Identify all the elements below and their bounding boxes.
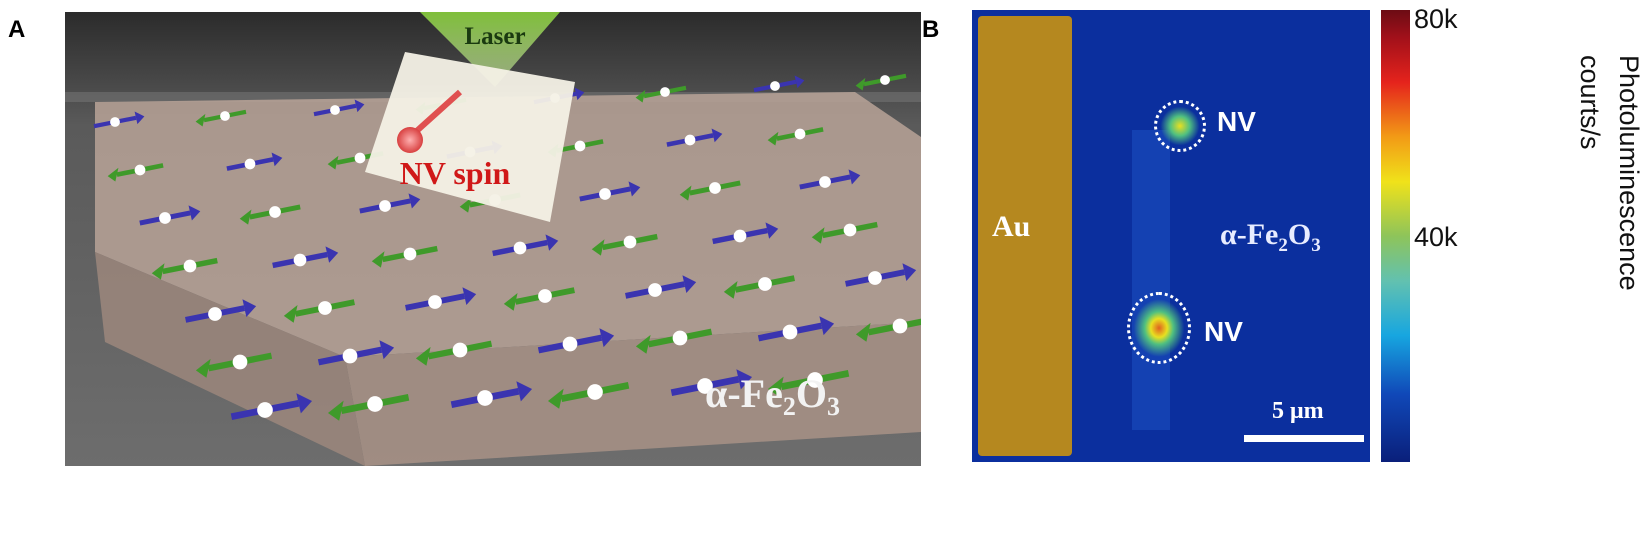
spin-arrow <box>450 381 533 409</box>
spin-arrow <box>313 99 365 117</box>
panel-a-label: A <box>8 16 26 43</box>
spin-arrow <box>151 257 218 280</box>
spin-arrow <box>670 369 753 397</box>
spin-arrow <box>635 85 687 103</box>
spin-arrow <box>230 393 313 421</box>
scale-bar-label: 5 μm <box>1272 398 1324 424</box>
colorbar <box>1381 10 1410 462</box>
spin-arrow <box>239 204 301 225</box>
spin-arrow <box>283 299 355 323</box>
spin-arrow <box>537 328 615 354</box>
spin-arrow <box>845 263 917 287</box>
spin-arrow <box>799 169 861 190</box>
spin-arrow <box>855 73 907 91</box>
spin-arrow <box>579 181 641 202</box>
nv-spin-arrow <box>407 89 463 140</box>
laser-label: Laser <box>464 23 525 50</box>
diamond-tip <box>365 52 575 222</box>
fe2o3-label-b: α-Fe2O3 <box>1220 218 1321 256</box>
spin-arrow <box>625 275 697 299</box>
colorbar-tick-40k: 40k <box>1414 222 1458 252</box>
spin-arrow <box>767 127 824 146</box>
spin-arrow <box>359 193 421 214</box>
au-stripe <box>978 16 1072 456</box>
spin-arrow <box>327 393 410 421</box>
spin-arrow <box>757 316 835 342</box>
spin-arrow <box>405 287 477 311</box>
spin-arrow <box>93 111 145 129</box>
spin-arrow <box>185 299 257 323</box>
fe2o3-label: α-Fe2O3 <box>705 371 840 421</box>
spin-arrow <box>591 233 658 256</box>
spin-arrow <box>195 352 273 378</box>
fe2o3-stripe <box>1132 130 1170 430</box>
colorbar-tick-80k: 80k <box>1414 4 1458 34</box>
spin-arrow <box>635 328 713 354</box>
spin-arrow <box>811 221 878 244</box>
antiferromagnet-schematic: Laser NV spin α-Fe2O3 <box>65 12 933 466</box>
spin-arrow <box>107 163 164 182</box>
spin-arrow <box>503 287 575 311</box>
spin-arrow <box>767 369 850 397</box>
scale-bar <box>1244 435 1364 442</box>
schematic-illustration: Laser NV spin α-Fe2O3 <box>65 12 933 466</box>
fe2o3-slab-top <box>95 92 921 357</box>
spin-arrow <box>415 340 493 366</box>
nv-spin-icon <box>397 127 423 153</box>
photoluminescence-map: Au NV NV α-Fe2O3 5 μm <box>972 10 1370 462</box>
spin-arrow <box>666 128 723 147</box>
spin-arrow <box>226 152 283 171</box>
spin-arrow <box>679 180 741 201</box>
spin-arrow <box>712 222 779 245</box>
nv-spin-label: NV spin <box>400 155 511 191</box>
spin-arrow <box>371 245 438 268</box>
au-label: Au <box>992 210 1031 243</box>
spin-arrow <box>547 381 630 409</box>
nv-label-2: NV <box>1204 316 1243 347</box>
panel-b-label: B <box>922 16 940 43</box>
spin-arrow <box>139 205 201 226</box>
spin-arrow <box>195 109 247 127</box>
laser-beam <box>420 12 560 87</box>
spin-arrow <box>723 275 795 299</box>
fe2o3-slab-side <box>95 252 365 466</box>
colorbar-unit: courts/s <box>1575 55 1605 150</box>
nv-label-1: NV <box>1217 106 1256 137</box>
colorbar-title: Photoluminescence <box>1614 55 1644 291</box>
nv-spot-2 <box>1127 292 1191 364</box>
spin-arrow <box>317 340 395 366</box>
nv-spot-1 <box>1154 100 1206 152</box>
spin-arrow <box>492 234 559 257</box>
spin-arrow <box>753 75 805 93</box>
spin-arrow <box>272 246 339 269</box>
fe2o3-slab-front <box>345 322 921 466</box>
